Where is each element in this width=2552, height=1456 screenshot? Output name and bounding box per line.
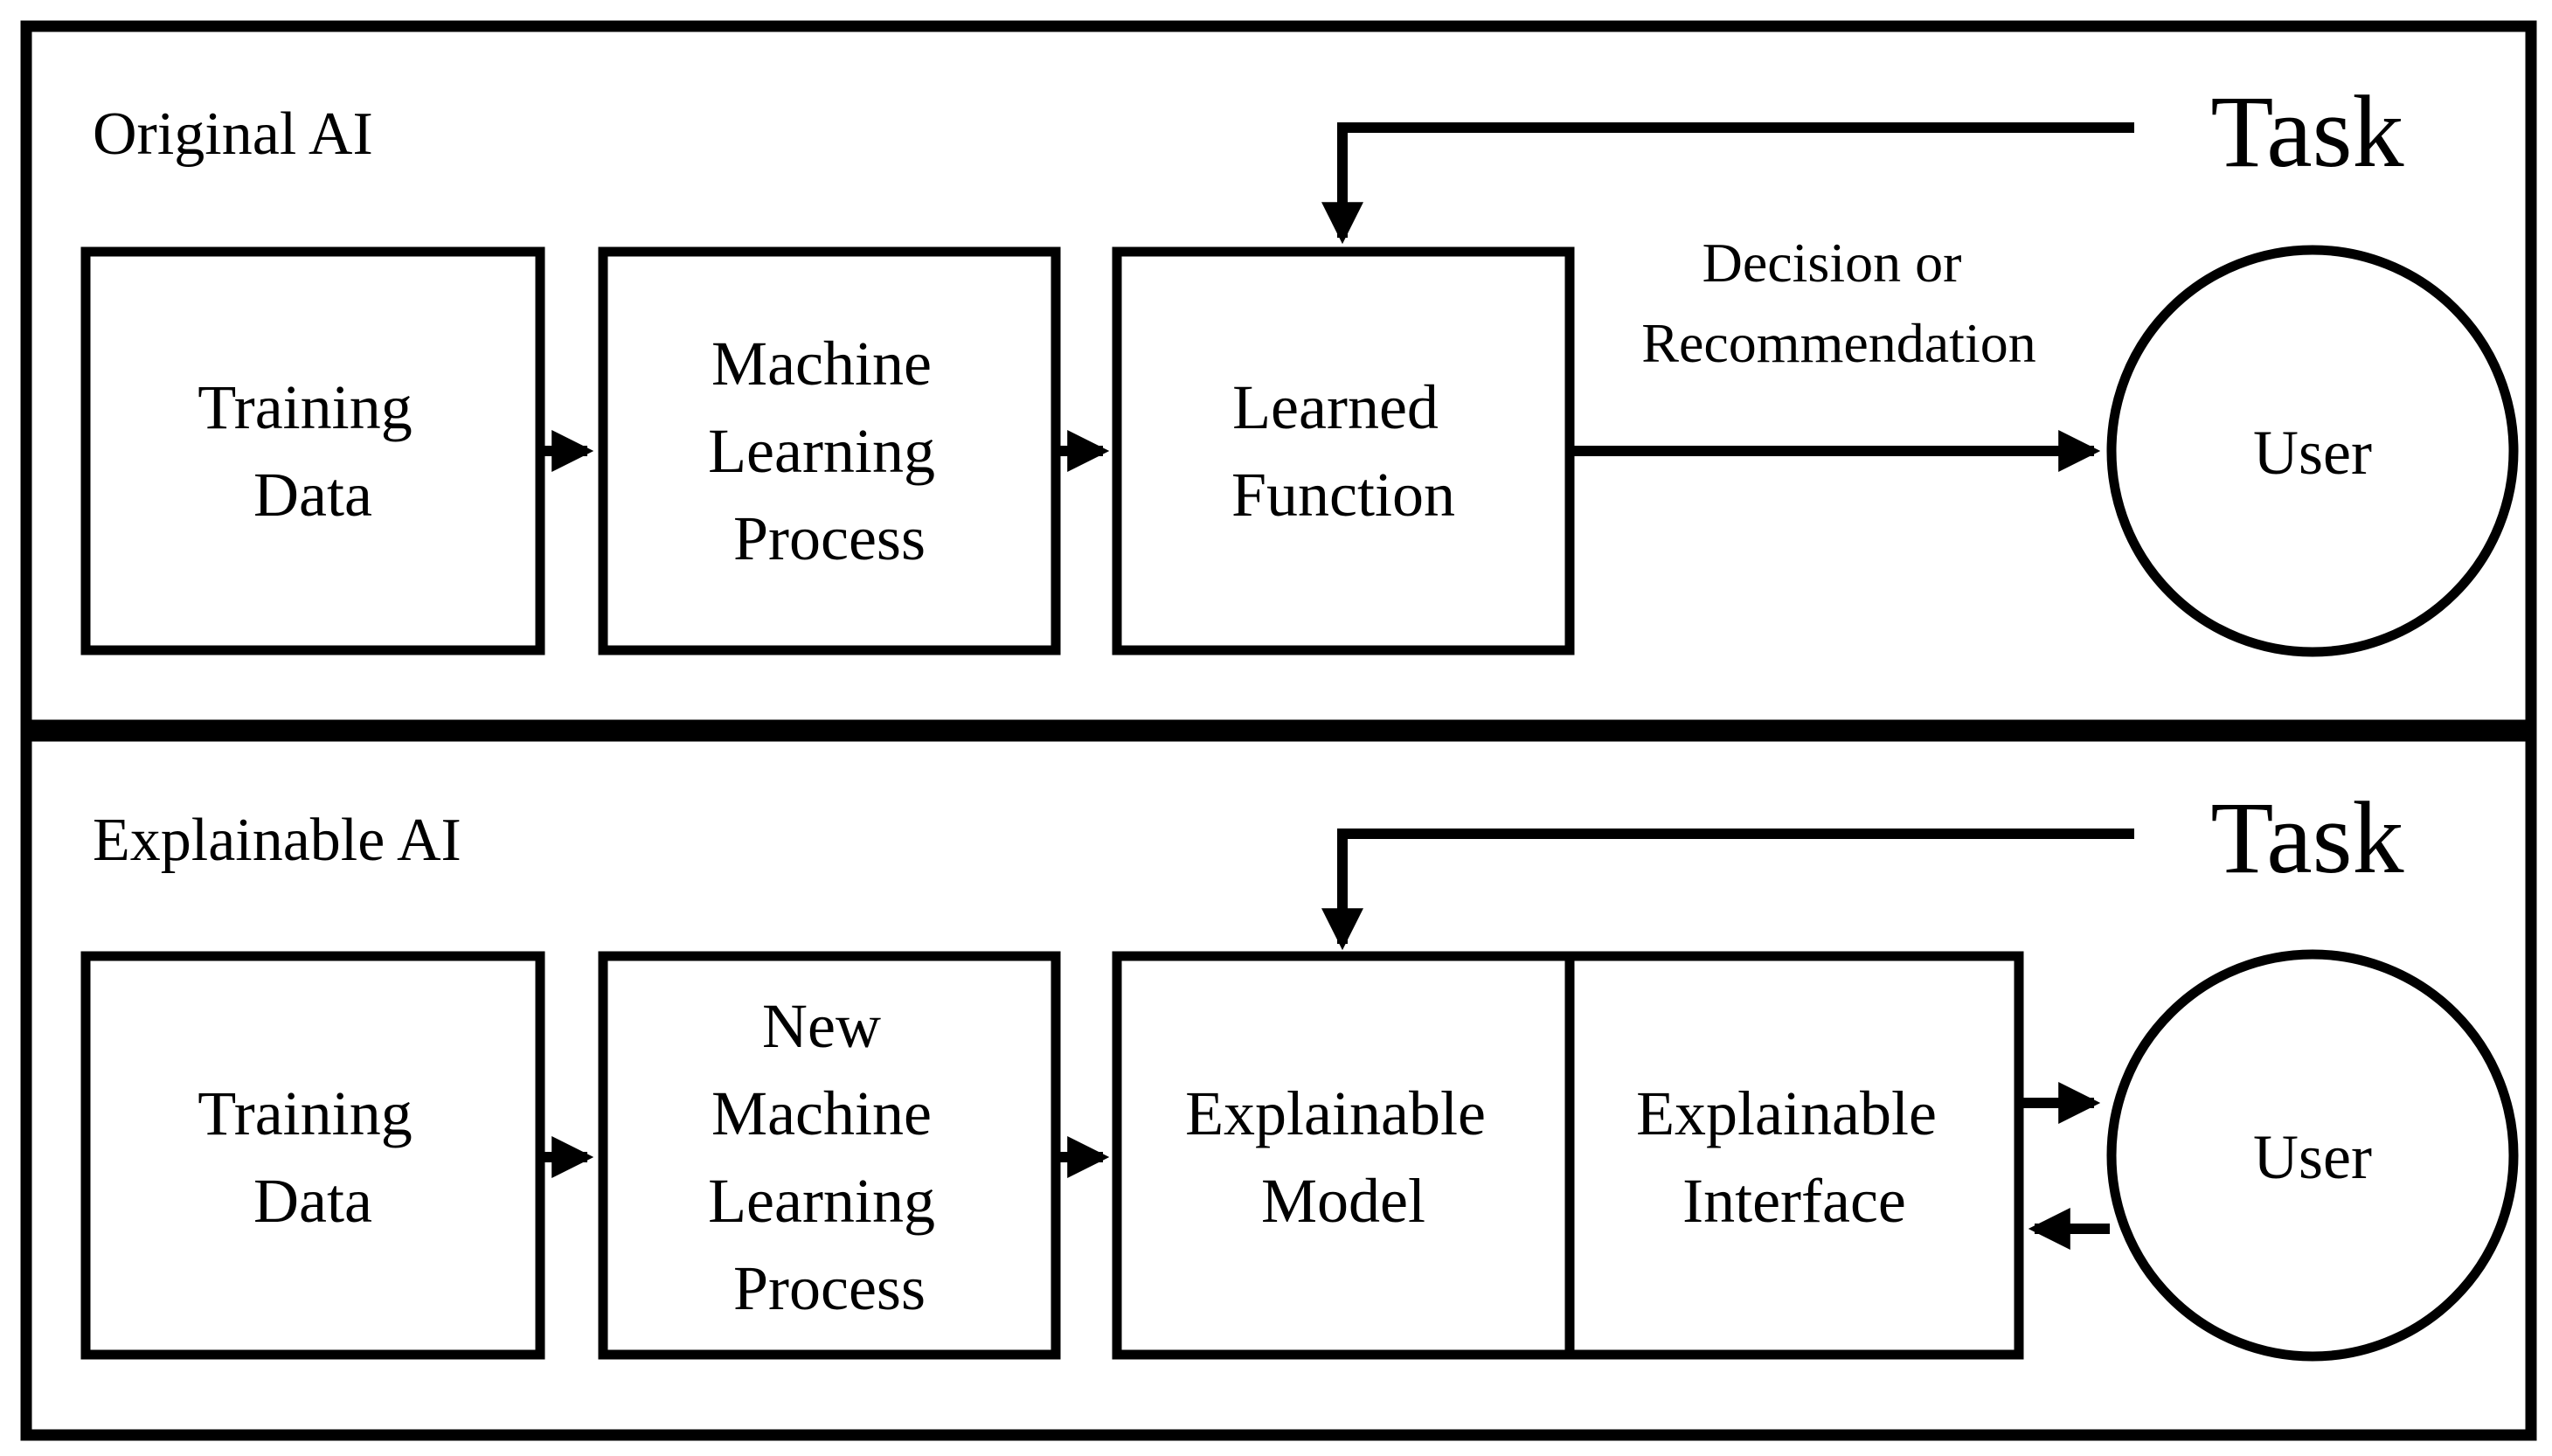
- user-circle: [2106, 245, 2519, 657]
- box-frame: [1564, 951, 2024, 1360]
- box-frame: [80, 951, 545, 1360]
- box-label-line: Learning: [708, 1166, 935, 1236]
- svg-text:Training Data: Training Data: [198, 372, 427, 530]
- task-arrow: [1321, 829, 2134, 951]
- svg-text:Learned Function: Learned Function: [1231, 372, 1455, 530]
- box-label-line: Learning: [708, 416, 935, 486]
- user-label: User: [2253, 1122, 2372, 1192]
- svg-text:Explainable Interface: Explainable Interface: [1636, 1078, 1952, 1236]
- svg-text:Training Data: Training Data: [198, 1078, 427, 1236]
- svg-text:Machine Learning: Machine Learning Process: [708, 329, 951, 573]
- edge-label-line: Recommendation: [1641, 312, 2035, 374]
- panel-original-ai: Original AI Task Training Data Machine L…: [20, 20, 2537, 731]
- box-explainable-model: Explainable Model: [1112, 951, 1575, 1360]
- box-label-line: Explainable: [1185, 1078, 1486, 1148]
- box-frame: [598, 246, 1061, 655]
- box-label-line: Training: [198, 1078, 412, 1148]
- panel-title: Explainable AI: [93, 807, 461, 874]
- user-label: User: [2253, 418, 2372, 488]
- box-learned-function: Learned Function: [1112, 246, 1575, 655]
- box-label-line: Machine: [711, 329, 932, 399]
- box-new-machine-learning-process: New Machine Learning Process: [598, 951, 1061, 1360]
- user-node: User: [2106, 949, 2519, 1362]
- panel-title: Original AI: [93, 101, 373, 168]
- box-label-line: Process: [733, 503, 926, 573]
- task-label: Task: [2210, 780, 2403, 895]
- task-arrow: [1321, 122, 2134, 245]
- box-label-line: Interface: [1682, 1166, 1906, 1236]
- box-frame: [598, 951, 1061, 1360]
- box-label-line: Machine: [711, 1078, 932, 1148]
- svg-text:New Machine Le: New Machine Learning Process: [708, 991, 951, 1323]
- box-training-data: Training Data: [80, 951, 545, 1360]
- user-circle: [2106, 949, 2519, 1362]
- box-training-data: Training Data: [80, 246, 545, 655]
- box-frame: [80, 246, 545, 655]
- box-label-line: Learned: [1232, 372, 1439, 442]
- box-machine-learning-process: Machine Learning Process: [598, 246, 1061, 655]
- edge-label-line: Decision or: [1702, 232, 1962, 294]
- box-label-line: Process: [733, 1253, 926, 1323]
- box-label-line: Data: [253, 460, 372, 530]
- box-explainable-interface: Explainable Interface: [1564, 951, 2024, 1360]
- panel-explainable-ai: Explainable AI Task Training Data New Ma…: [20, 730, 2537, 1441]
- box-label-line: Function: [1231, 460, 1455, 530]
- box-frame: [1112, 951, 1575, 1360]
- svg-text:Explainable Model: Explainable Model: [1185, 1078, 1501, 1236]
- task-label: Task: [2210, 74, 2403, 189]
- edge-label-decision: Decision or Recommendation: [1641, 232, 2035, 374]
- box-label-line: Model: [1261, 1166, 1425, 1236]
- box-label-line: Data: [253, 1166, 372, 1236]
- box-label-line: New: [762, 991, 881, 1061]
- box-frame: [1112, 246, 1575, 655]
- user-node: User: [2106, 245, 2519, 657]
- box-label-line: Training: [198, 372, 412, 442]
- box-label-line: Explainable: [1636, 1078, 1937, 1148]
